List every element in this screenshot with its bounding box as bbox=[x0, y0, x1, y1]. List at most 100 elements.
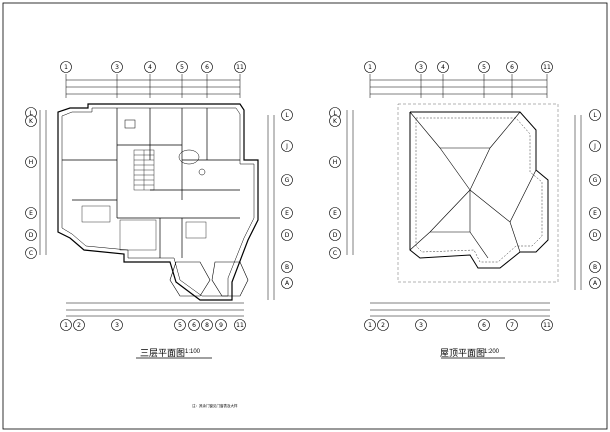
axis-bubble-right: A bbox=[281, 277, 293, 289]
axis-bubble-right: J bbox=[589, 140, 601, 152]
axis-bubble-right: E bbox=[589, 207, 601, 219]
right-dimensions bbox=[574, 115, 582, 290]
svg-text:6: 6 bbox=[482, 322, 486, 329]
axis-bubble-top: 3 bbox=[111, 61, 123, 73]
roof-plan bbox=[346, 74, 582, 359]
svg-text:3: 3 bbox=[115, 64, 119, 71]
axis-bubble-bottom: 9 bbox=[215, 319, 227, 331]
svg-text:A: A bbox=[593, 280, 598, 287]
left-dimensions bbox=[39, 110, 47, 255]
axis-bubble-top: 5 bbox=[478, 61, 490, 73]
axis-bubble-bottom: 11 bbox=[541, 319, 553, 331]
axis-bubble-right: G bbox=[589, 174, 601, 186]
svg-text:A: A bbox=[285, 280, 290, 287]
svg-text:L: L bbox=[333, 110, 337, 117]
plan-title: 屋顶平面图 bbox=[440, 349, 486, 359]
axis-bubble-left: D bbox=[25, 229, 37, 241]
svg-text:D: D bbox=[29, 232, 34, 239]
svg-text:5: 5 bbox=[482, 64, 486, 71]
svg-text:1: 1 bbox=[64, 322, 68, 329]
svg-text:L: L bbox=[593, 112, 597, 119]
axis-bubble-right: L bbox=[589, 109, 601, 121]
footer-note: 注：其余门窗见门窗表及大样 bbox=[192, 404, 238, 408]
svg-text:1: 1 bbox=[368, 322, 372, 329]
plan-scale: 1:200 bbox=[484, 349, 500, 355]
svg-text:11: 11 bbox=[543, 322, 551, 329]
axis-bubble-right: A bbox=[589, 277, 601, 289]
plan-scale: 1:100 bbox=[185, 349, 201, 355]
svg-text:1: 1 bbox=[64, 64, 68, 71]
svg-text:E: E bbox=[333, 210, 337, 217]
column-outline bbox=[397, 103, 559, 283]
svg-text:7: 7 bbox=[510, 322, 514, 329]
svg-text:1: 1 bbox=[368, 64, 372, 71]
axis-bubble-top: 1 bbox=[60, 61, 72, 73]
outer-walls bbox=[57, 103, 259, 301]
svg-text:K: K bbox=[29, 118, 34, 125]
svg-text:11: 11 bbox=[236, 322, 244, 329]
axis-bubble-right: D bbox=[589, 229, 601, 241]
svg-text:D: D bbox=[333, 232, 338, 239]
inner-walls bbox=[62, 108, 240, 258]
axis-bubble-left: L bbox=[25, 107, 37, 119]
axis-bubble-left: K bbox=[329, 115, 341, 127]
svg-text:2: 2 bbox=[381, 322, 385, 329]
svg-text:11: 11 bbox=[543, 64, 551, 71]
axis-bubble-top: 1 bbox=[364, 61, 376, 73]
axis-bubble-bottom: 6 bbox=[478, 319, 490, 331]
furniture bbox=[81, 205, 207, 251]
axis-bubble-top: 6 bbox=[506, 61, 518, 73]
axis-bubble-top: 4 bbox=[437, 61, 449, 73]
svg-text:C: C bbox=[29, 250, 33, 257]
svg-text:B: B bbox=[285, 264, 289, 271]
axis-bubble-top: 6 bbox=[201, 61, 213, 73]
svg-text:C: C bbox=[333, 250, 337, 257]
svg-text:L: L bbox=[29, 110, 33, 117]
svg-text:11: 11 bbox=[236, 64, 244, 71]
svg-text:8: 8 bbox=[205, 322, 209, 329]
axis-bubble-bottom: 1 bbox=[364, 319, 376, 331]
axis-bubble-left: C bbox=[25, 247, 37, 259]
svg-text:J: J bbox=[285, 143, 288, 150]
axis-bubble-bottom: 2 bbox=[73, 319, 85, 331]
svg-text:9: 9 bbox=[219, 322, 223, 329]
axis-bubble-left: E bbox=[329, 207, 341, 219]
axis-bubble-bottom: 6 bbox=[188, 319, 200, 331]
svg-text:G: G bbox=[593, 177, 598, 184]
axis-bubble-bottom: 1 bbox=[60, 319, 72, 331]
svg-text:K: K bbox=[333, 118, 338, 125]
svg-text:2: 2 bbox=[77, 322, 81, 329]
svg-text:E: E bbox=[29, 210, 33, 217]
axis-bubble-left: D bbox=[329, 229, 341, 241]
svg-text:B: B bbox=[593, 264, 597, 271]
axis-bubble-top: 5 bbox=[176, 61, 188, 73]
svg-text:6: 6 bbox=[510, 64, 514, 71]
svg-text:3: 3 bbox=[115, 322, 119, 329]
axis-bubble-right: G bbox=[281, 174, 293, 186]
axis-bubble-bottom: 3 bbox=[111, 319, 123, 331]
axis-bubble-left: H bbox=[329, 156, 341, 168]
top-dimensions bbox=[65, 74, 241, 98]
svg-text:3: 3 bbox=[419, 322, 423, 329]
axis-bubble-left: C bbox=[329, 247, 341, 259]
svg-text:J: J bbox=[593, 143, 596, 150]
axis-bubble-right: E bbox=[281, 207, 293, 219]
third-floor-plan bbox=[39, 74, 275, 359]
svg-text:G: G bbox=[285, 177, 290, 184]
svg-text:E: E bbox=[285, 210, 289, 217]
svg-text:5: 5 bbox=[178, 322, 182, 329]
stair bbox=[133, 149, 155, 191]
plan-title: 三层平面图 bbox=[140, 349, 186, 359]
svg-text:3: 3 bbox=[419, 64, 423, 71]
axis-bubble-right: B bbox=[589, 261, 601, 273]
bottom-dimensions bbox=[370, 302, 550, 317]
left-dimensions bbox=[346, 110, 354, 255]
axis-bubble-right: D bbox=[281, 229, 293, 241]
axis-bubble-bottom: 11 bbox=[234, 319, 246, 331]
svg-text:D: D bbox=[285, 232, 290, 239]
axis-bubble-right: J bbox=[281, 140, 293, 152]
bath-fixtures bbox=[124, 119, 206, 176]
